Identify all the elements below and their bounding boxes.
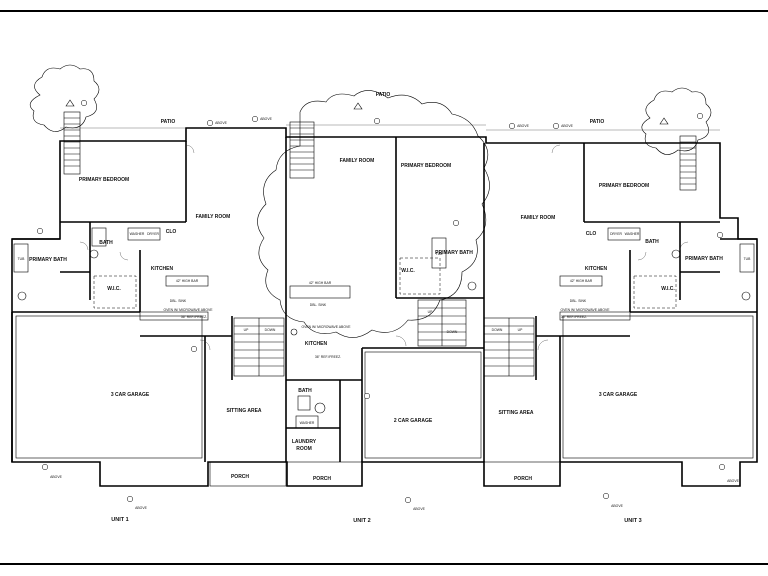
bath-unit2: BATH (298, 388, 312, 394)
triangle-tags (65, 99, 669, 125)
tub-unit2: TUB (436, 252, 444, 256)
stair-down-unit2: DOWN (447, 330, 458, 334)
tree-left (29, 64, 100, 132)
above-note-1: ABOVE (215, 121, 227, 125)
bar-note-unit1: 42" HIGH BAR (176, 279, 199, 283)
above-note-7: ABOVE (135, 506, 147, 510)
porch-unit3: PORCH (514, 476, 532, 482)
bar-note-unit3: 42" HIGH BAR (570, 279, 593, 283)
stair-patio-unit1 (63, 111, 81, 175)
above-note-6: ABOVE (727, 479, 739, 483)
patio-label-unit1: PATIO (161, 119, 176, 125)
above-note-8: ABOVE (413, 507, 425, 511)
bar-note-unit2: 42" HIGH BAR (309, 281, 332, 285)
tree-center (257, 90, 490, 338)
stair-down-unit1: DOWN (265, 328, 276, 332)
washer-unit3: WASHER (625, 232, 640, 236)
tree-right (641, 87, 712, 155)
family-room-unit1: FAMILY ROOM (196, 214, 231, 220)
oven-note-unit3: OVEN W/ MICROWAVE ABOVE (561, 308, 611, 312)
fixtures (13, 227, 755, 429)
family-room-unit2: FAMILY ROOM (340, 158, 375, 164)
clo-unit3: CLO (586, 231, 597, 237)
sink-note-unit1: DBL. SINK (170, 299, 187, 303)
fridge-note-unit2: 36" REF./FREEZ. (315, 355, 341, 359)
dryer-unit1: DRYER (147, 232, 159, 236)
sink-note-unit3: DBL. SINK (570, 299, 587, 303)
above-note-9: ABOVE (611, 504, 623, 508)
stair-interior-unit3 (483, 317, 535, 377)
laundry-unit2-line2: ROOM (296, 446, 312, 452)
laundry-unit2-line1: LAUNDRY (292, 439, 317, 445)
oven-note-unit1: OVEN W/ MICROWAVE ABOVE (164, 308, 214, 312)
fridge-note-unit1: 36" REF./FREEZ. (181, 315, 207, 319)
stair-patio-unit2 (289, 121, 315, 179)
stair-down-unit3: DOWN (492, 328, 503, 332)
above-note-3: ABOVE (517, 124, 529, 128)
wic-unit1: W.I.C. (107, 286, 121, 292)
kitchen-unit1: KITCHEN (151, 266, 174, 272)
sitting-area-unit1: SITTING AREA (226, 408, 261, 414)
porch-unit2: PORCH (313, 476, 331, 482)
primary-bedroom-unit1: PRIMARY BEDROOM (79, 177, 129, 183)
primary-bedroom-unit2: PRIMARY BEDROOM (401, 163, 451, 169)
bath-unit3: BATH (645, 239, 659, 245)
tub-unit1: TUB (18, 257, 26, 261)
primary-bedroom-unit3: PRIMARY BEDROOM (599, 183, 649, 189)
garage-unit1: 3 CAR GARAGE (111, 392, 150, 398)
above-note-2: ABOVE (260, 117, 272, 121)
detail-tags (36, 99, 726, 504)
fridge-note-unit3: 36" REF./FREEZ. (561, 315, 587, 319)
stair-up-unit3: UP (518, 328, 523, 332)
family-room-unit3: FAMILY ROOM (521, 215, 556, 221)
stair-interior-unit1 (233, 317, 285, 377)
tub-unit3: TUB (744, 257, 752, 261)
kitchen-unit3: KITCHEN (585, 266, 608, 272)
unit1-label: UNIT 1 (111, 517, 128, 523)
garage-interiors (15, 315, 754, 459)
primary-bath-unit1: PRIMARY BATH (29, 257, 67, 263)
closet-dashes (93, 257, 677, 309)
stair-up-unit2: UP (428, 310, 433, 314)
above-note-5: ABOVE (50, 475, 62, 479)
bath-unit1: BATH (99, 240, 113, 246)
kitchen-unit2: KITCHEN (305, 341, 328, 347)
washer-unit2: WASHER (300, 421, 315, 425)
garage-unit3: 3 CAR GARAGE (599, 392, 638, 398)
patio-label-unit3: PATIO (590, 119, 605, 125)
primary-bath-unit2-line: PRIMARY BATH (435, 250, 473, 256)
door-swings (79, 144, 689, 351)
interior-walls (11, 137, 757, 462)
unit2-label: UNIT 2 (353, 518, 370, 524)
unit3-label: UNIT 3 (624, 518, 641, 524)
stair-patio-unit3 (679, 135, 697, 191)
clo-unit1: CLO (166, 229, 177, 235)
washer-unit1: WASHER (130, 232, 145, 236)
oven-note-unit2: OVEN W/ MICROWAVE ABOVE (302, 325, 352, 329)
stair-up-unit1: UP (244, 328, 249, 332)
dryer-unit3: DRYER (610, 232, 622, 236)
above-note-4: ABOVE (561, 124, 573, 128)
patio-label-center: PATIO (376, 92, 391, 98)
wic-unit3: W.I.C. (661, 286, 675, 292)
patio-lines (60, 124, 720, 131)
stair-interior-unit2 (417, 299, 467, 347)
garage-unit2: 2 CAR GARAGE (394, 418, 433, 424)
porch-unit1: PORCH (231, 474, 249, 480)
wic-unit2: W.I.C. (401, 268, 415, 274)
sink-note-unit2: DBL. SINK (310, 303, 327, 307)
porch-outlines (209, 461, 561, 487)
primary-bath-unit3: PRIMARY BATH (685, 256, 723, 262)
sitting-area-unit3: SITTING AREA (498, 410, 533, 416)
